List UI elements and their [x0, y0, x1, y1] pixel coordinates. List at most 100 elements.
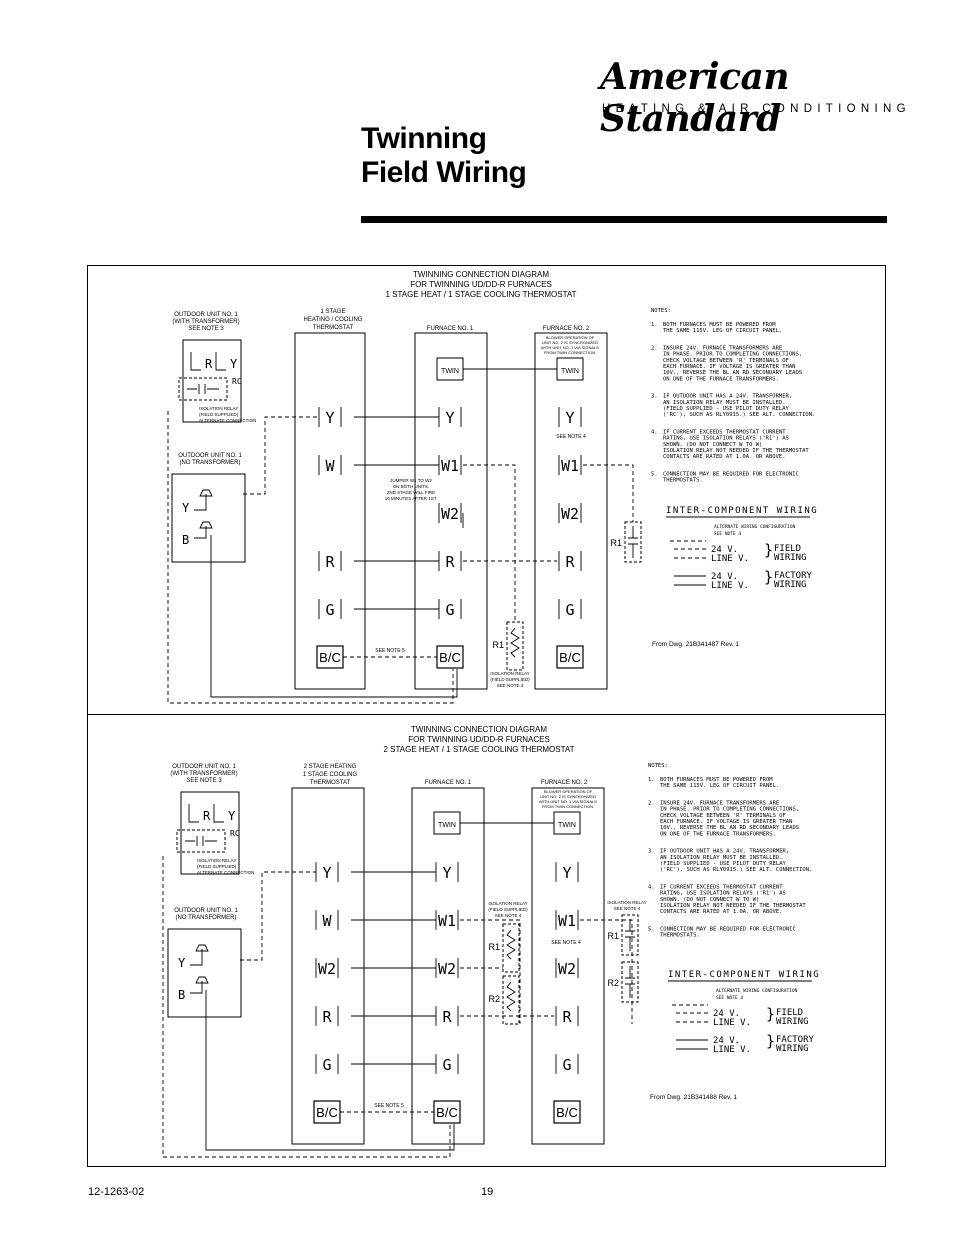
d1-tstat-g-label: G — [325, 601, 334, 619]
d1-f2-term-5-label: B/C — [559, 650, 581, 665]
d1-note-1-5: ON ONE OF THE FURNACE TRANSFORMERS. — [663, 376, 779, 382]
d1-tstat-g-brackets — [318, 599, 342, 619]
d2-outdoor-b-y: Y — [178, 956, 186, 970]
d2-tstat-4-brackets — [315, 1054, 339, 1074]
d2-blower-note-2: WITH UNIT NO. 1 VIA SIGNALS — [539, 799, 597, 804]
title-line-2: Field Wiring — [361, 156, 527, 189]
d1-legend-factory: FACTORY — [774, 571, 813, 581]
d1-note-1-0: INSURE 24V. FURNACE TRANSFORMERS ARE — [663, 345, 782, 351]
d2-see-note-5: SEE NOTE 5 — [374, 1103, 404, 1109]
d1-legend-field: FIELD — [774, 544, 801, 554]
d2-relay-r2b-label: R2 — [607, 978, 619, 988]
d1-see-note-4: SEE NOTE 4 — [556, 434, 586, 440]
d1-note-1-1: IN PHASE. PRIOR TO COMPLETING CONNECTION… — [663, 352, 802, 358]
d2-outdoor-a-terminals — [188, 804, 224, 823]
d1-note-0-1: THE SAME 115V. LEG OF CIRCUIT PANEL. — [663, 328, 782, 334]
d2-furnace1-label: FURNACE NO. 1 — [425, 780, 472, 786]
d2-legend-factory-v24: 24 V. — [713, 1036, 740, 1046]
d2-legend-field-brace: } — [766, 1005, 775, 1023]
d1-outdoor-b-box — [171, 473, 246, 563]
d1-legend-field-linev: LINE V. — [711, 554, 749, 564]
d2-f2-term-0-label: Y — [562, 864, 571, 882]
d2-outdoor-a-contact — [185, 836, 217, 846]
d1-relay-r1b-box — [624, 521, 642, 563]
d1-iso-relay-note-0: ISOLATION RELAY — [490, 671, 529, 676]
d2-notes-heading: NOTES: — [648, 763, 668, 769]
d2-note-1-2: CHECK VOLTAGE BETWEEN 'R' TERMINALS OF — [660, 813, 786, 819]
d2-tstat-0-label: Y — [322, 864, 331, 882]
d1-jumper-note-1: ON BOTH UNITS. — [393, 484, 430, 489]
d2-outdoor-a-label-1: (WITH TRANSFORMER) — [170, 771, 237, 777]
d2-f2-term-1-brackets — [555, 910, 579, 930]
d1-outdoor-a-iso-1: (FIELD SUPPLIED) — [199, 412, 239, 417]
d2-f2-term-5-label: B/C — [556, 1105, 578, 1120]
d2-outdoor-b-box — [167, 928, 242, 1018]
d1-outdoor-b-label-1: (NO TRANSFORMER) — [180, 460, 241, 466]
d2-legend-field-v24: 24 V. — [713, 1009, 740, 1019]
d1-outdoor-b-label-0: OUTDOOR UNIT NO. 1 — [178, 453, 242, 459]
d1-f2-twin: TWIN — [561, 368, 579, 375]
d1-note-2-0: IF OUTDOOR UNIT HAS A 24V. TRANSFORMER, — [663, 394, 792, 400]
d2-f2-twin: TWIN — [558, 822, 576, 829]
d2-relay-r1b-box — [621, 914, 639, 956]
d2-outdoor-a-label-2: SEE NOTE 3 — [186, 778, 222, 784]
d1-note-1-num: 2. — [651, 345, 658, 351]
d1-f1-twin: TWIN — [441, 368, 459, 375]
diagram-frame — [87, 265, 886, 1167]
d2-note-3-4: CONTACTS ARE RATED AT 1.0A. OR ABOVE. — [660, 909, 783, 915]
d2-relay-r2b-box — [621, 961, 639, 1003]
d1-note-2-1: AN ISOLATION RELAY MUST BE INSTALLED. — [663, 400, 786, 406]
d2-tstat-2-label: W2 — [318, 960, 336, 978]
d2-outdoor-b-label-0: OUTDOOR UNIT NO. 1 — [174, 908, 238, 914]
d1-note-4-1: THERMOSTATS. — [663, 478, 703, 484]
d2-tstat-1-brackets — [315, 910, 339, 930]
d1-note-3-num: 4. — [651, 429, 658, 435]
d1-outdoor-a-y: Y — [230, 357, 238, 371]
d1-iso-relay-note-2: SEE NOTE 4 — [497, 683, 524, 688]
d1-note-3-2: SHOWN. (DO NOT CONNECT W TO W) — [663, 442, 762, 448]
d1-note-2-2: (FIELD SUPPLIED - USE PILOT DUTY RELAY — [663, 406, 790, 412]
d1-blower-note-1: UNIT NO. 2 IS SYNCRONIZED — [542, 340, 598, 345]
d2-f2-term-2-brackets — [555, 958, 579, 978]
page-number: 19 — [481, 1186, 494, 1198]
d2-thermostat-label-2: THERMOSTAT — [310, 780, 351, 786]
d2-iso-relay-note-1: (FIELD SUPPLIED) — [488, 907, 528, 912]
d1-f2-term-4-brackets — [558, 599, 582, 619]
d1-outdoor-a-label-2: SEE NOTE 3 — [188, 326, 224, 332]
d1-caption-0: TWINNING CONNECTION DIAGRAM — [413, 270, 549, 279]
d2-caption-2: 2 STAGE HEAT / 1 STAGE COOLING THERMOSTA… — [384, 745, 575, 754]
d2-note-2-2: (FIELD SUPPLIED - USE PILOT DUTY RELAY — [660, 861, 787, 867]
d2-f2-term-3-brackets — [555, 1006, 579, 1026]
d2-relay-r2-coil — [506, 981, 516, 1012]
d1-tstat-w-brackets — [318, 455, 342, 475]
d1-note-3-0: IF CURRENT EXCEEDS THERMOSTAT CURRENT — [663, 429, 786, 435]
d2-outdoor-a-r: R — [203, 809, 211, 823]
d2-note-0-1: THE SAME 115V. LEG OF CIRCUIT PANEL. — [660, 783, 779, 789]
d1-f2-term-0-label: Y — [565, 409, 574, 427]
d2-f2-term-5-box — [553, 1100, 581, 1124]
d1-outdoor-a-contact — [187, 384, 219, 394]
d2-note-3-1: RATING, USE ISOLATION RELAYS ('R1') AS — [660, 891, 786, 897]
d1-f2-term-2-label: W2 — [561, 505, 579, 523]
d1-outdoor-a-iso-2: ALTERNATE CONNECTION — [199, 418, 256, 423]
d1-f1-term-4-label: G — [445, 601, 454, 619]
d1-relay-r1b-label: R1 — [610, 538, 622, 548]
d1-legend-alt-note: SEE NOTE 4 — [714, 531, 741, 537]
d2-outdoor-a-relay — [176, 829, 226, 853]
d1-see-note-5: SEE NOTE 5 — [375, 648, 405, 654]
d1-note-4-num: 5. — [651, 471, 658, 477]
d2-caption-0: TWINNING CONNECTION DIAGRAM — [411, 725, 547, 734]
d1-legend-field-v24: 24 V. — [711, 545, 738, 555]
d1-outdoor-a-terminals — [190, 352, 226, 371]
d2-wire-f2-w1 — [580, 919, 633, 1024]
d1-f1-term-5-label: B/C — [439, 650, 461, 665]
d2-blower-note-1: UNIT NO. 2 IS SYNCRONIZED — [540, 794, 596, 799]
d2-relay-r1b-label: R1 — [607, 931, 619, 941]
d1-wire-f2-w1 — [583, 464, 634, 522]
d1-tstat-w-label: W — [325, 457, 335, 475]
d1-furnace2-box — [534, 332, 608, 690]
d2-note-1-1: IN PHASE. PRIOR TO COMPLETING CONNECTION… — [660, 807, 799, 813]
d1-thermostat-label-1: HEATING / COOLING — [304, 317, 363, 323]
d2-note-0-0: BOTH FURNACES MUST BE POWERED FROM — [660, 777, 773, 783]
